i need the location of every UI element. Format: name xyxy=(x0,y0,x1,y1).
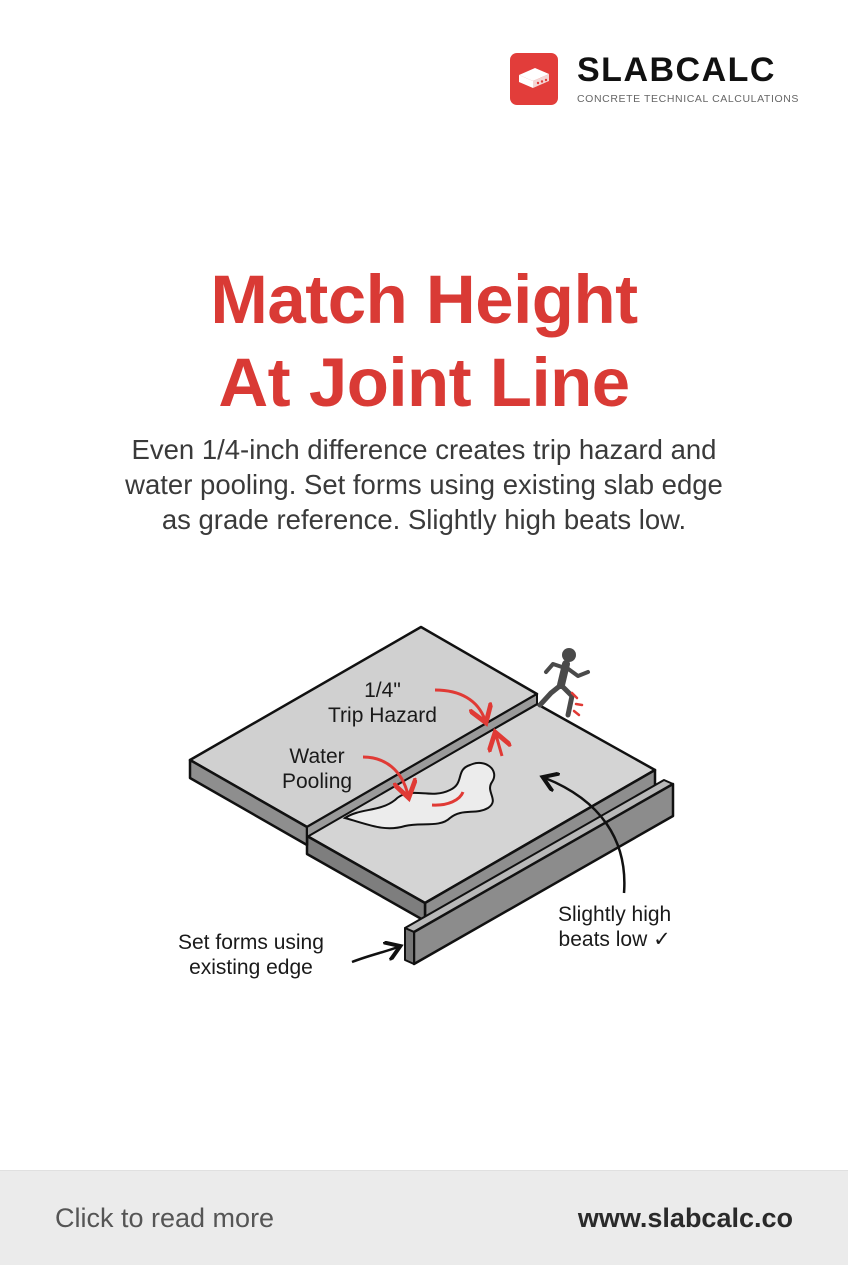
concrete-slab-icon xyxy=(519,68,549,88)
brand-name: SLABCALC xyxy=(577,51,776,89)
water-arrow-icon xyxy=(362,755,408,795)
brand-header: SLABCALC CONCRETE TECHNICAL CALCULATIONS xyxy=(510,53,799,105)
tripping-person-icon xyxy=(537,648,590,718)
high-beats-low-arrow-icon xyxy=(545,778,626,894)
subtitle-line-2: water pooling. Set forms using existing … xyxy=(125,469,723,500)
read-more-link[interactable]: Click to read more xyxy=(55,1203,275,1233)
page-subtitle: Even 1/4-inch difference creates trip ha… xyxy=(60,432,788,537)
subtitle-line-1: Even 1/4-inch difference creates trip ha… xyxy=(131,434,717,465)
impact-marks-icon xyxy=(570,691,584,717)
title-line-1: Match Height xyxy=(210,261,638,338)
brand-tagline: CONCRETE TECHNICAL CALCULATIONS xyxy=(577,93,800,105)
subtitle-line-3: as grade reference. Slightly high beats … xyxy=(161,504,687,535)
slab-joint-diagram: 1/4" Trip Hazard Water Pooling Set forms… xyxy=(0,600,848,1000)
set-forms-label: Set forms using existing edge xyxy=(178,931,324,979)
website-link[interactable]: www.slabcalc.co xyxy=(577,1203,793,1233)
forms-arrow-icon xyxy=(351,947,398,964)
trip-hazard-arrow-icon xyxy=(434,688,485,720)
page-title: Match Height At Joint Line xyxy=(0,258,848,424)
form-board-icon xyxy=(404,779,675,966)
slab-illustration xyxy=(188,625,675,966)
brand-logo xyxy=(510,53,558,105)
step-arrow-icon xyxy=(496,735,502,757)
title-line-2: At Joint Line xyxy=(218,344,630,421)
water-pooling-label: Water Pooling xyxy=(282,745,353,793)
trip-hazard-label: 1/4" Trip Hazard xyxy=(328,679,437,727)
footer-bar: Click to read more www.slabcalc.co xyxy=(0,1170,848,1265)
puddle-red-mark-icon xyxy=(431,791,465,807)
existing-slab xyxy=(188,625,539,847)
slightly-high-label: Slightly high beats low ✓ xyxy=(558,903,672,951)
